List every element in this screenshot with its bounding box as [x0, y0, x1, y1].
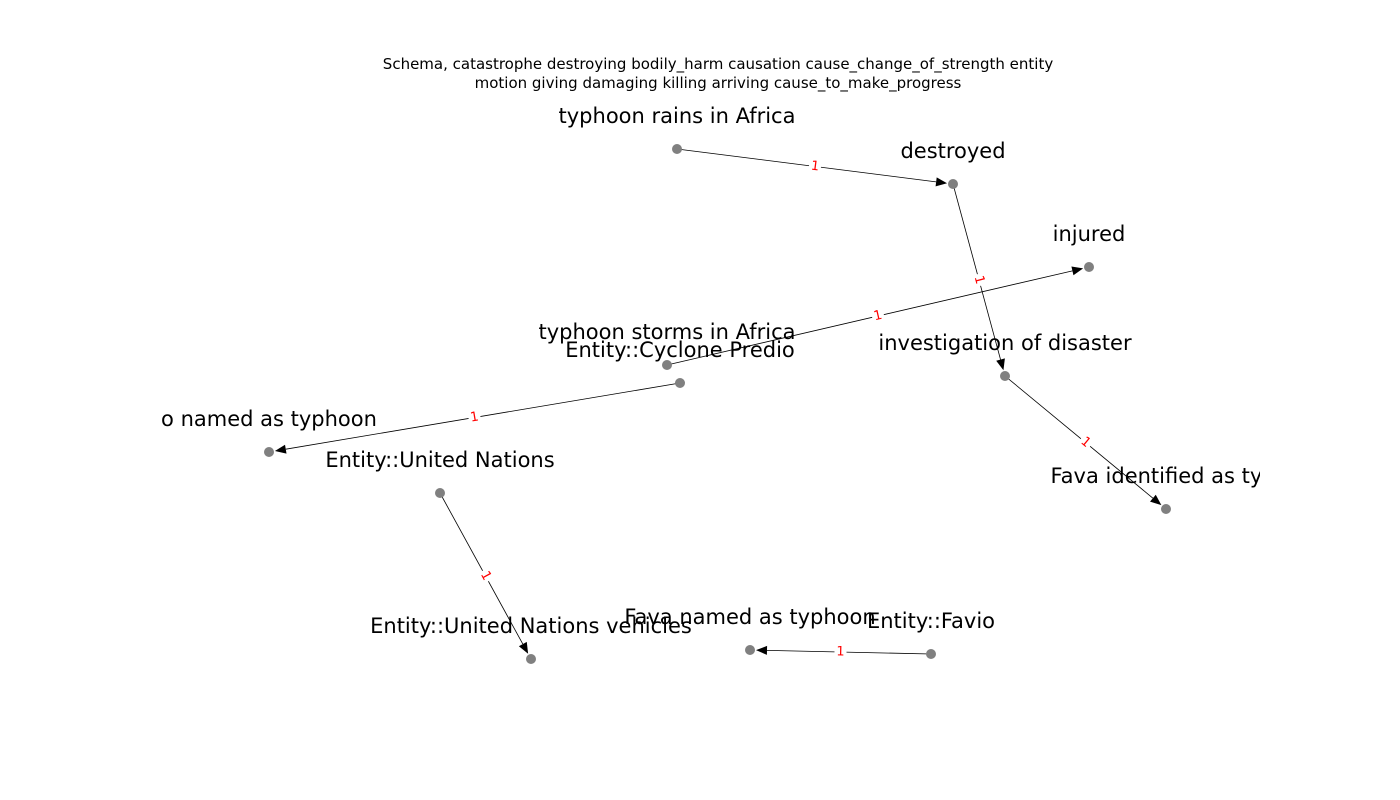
graph-node: [1084, 262, 1094, 272]
graph-node: [1000, 371, 1010, 381]
edges-layer: [274, 148, 1162, 655]
graph-node: [264, 447, 274, 457]
edge-weight-label: 1: [971, 274, 988, 286]
nodes-layer: [264, 144, 1171, 664]
diagram-title: Schema, catastrophe destroying bodily_ha…: [383, 55, 1054, 93]
node-labels-layer: typhoon rains in Africa destroyed injured t…: [161, 104, 1282, 638]
graph-node: [745, 645, 755, 655]
edge-label-background: [476, 567, 495, 585]
graph-node: [662, 360, 672, 370]
node-label: typhoon rains in Africa: [559, 104, 796, 128]
edge-label-background: [467, 409, 482, 426]
edge-label-background: [834, 644, 847, 660]
graph-node: [675, 378, 685, 388]
node-label: Entity::Favio: [867, 609, 995, 633]
graph-node: [435, 488, 445, 498]
edge-arrowhead: [1071, 266, 1084, 276]
edge-line: [1004, 375, 1154, 499]
edge-weight-label: 1: [810, 159, 820, 175]
node-label: o named as typhoon: [161, 407, 377, 431]
node-label: Entity::United Nations: [325, 448, 554, 472]
edge-line: [285, 382, 681, 450]
graph-node: [1161, 504, 1171, 514]
edge-line: [666, 270, 1073, 366]
edge-weight-label: 1: [836, 644, 845, 659]
edge-line: [952, 183, 1001, 360]
node-label: typhoon storms in Africa: [538, 320, 795, 344]
graph-node: [948, 179, 958, 189]
edge-arrowhead: [935, 177, 948, 187]
edge-label-background: [970, 272, 988, 288]
edge-arrowhead: [518, 641, 529, 654]
edge-weight-label: 1: [872, 308, 883, 324]
edge-arrowhead: [755, 645, 768, 655]
edge-line: [766, 649, 932, 655]
node-label: Fava identified as typl: [1051, 464, 1282, 488]
edge-arrowhead: [996, 358, 1005, 371]
node-label: injured: [1053, 222, 1126, 246]
graph-node: [926, 649, 936, 659]
node-label: Fava named as typhoon: [624, 605, 875, 629]
node-label: Entity::Cyclone Predio: [565, 338, 795, 362]
edge-label-background: [870, 307, 886, 325]
edge-weight-label: 1: [469, 409, 480, 425]
title-line-2: motion giving damaging killing arriving …: [475, 74, 962, 93]
edge-label-background: [808, 158, 822, 175]
graph-node: [526, 654, 536, 664]
edge-label-background: [1076, 433, 1095, 452]
edge-line: [439, 492, 524, 645]
node-label: Entity::United Nations vehicles: [370, 614, 692, 638]
node-label: investigation of disaster: [878, 331, 1132, 355]
node-label: destroyed: [900, 139, 1005, 163]
edge-arrowhead: [274, 444, 287, 454]
edge-line: [676, 148, 937, 183]
graph-node: [672, 144, 682, 154]
edge-arrowhead: [1150, 494, 1162, 506]
title-line-1: Schema, catastrophe destroying bodily_ha…: [383, 55, 1054, 74]
